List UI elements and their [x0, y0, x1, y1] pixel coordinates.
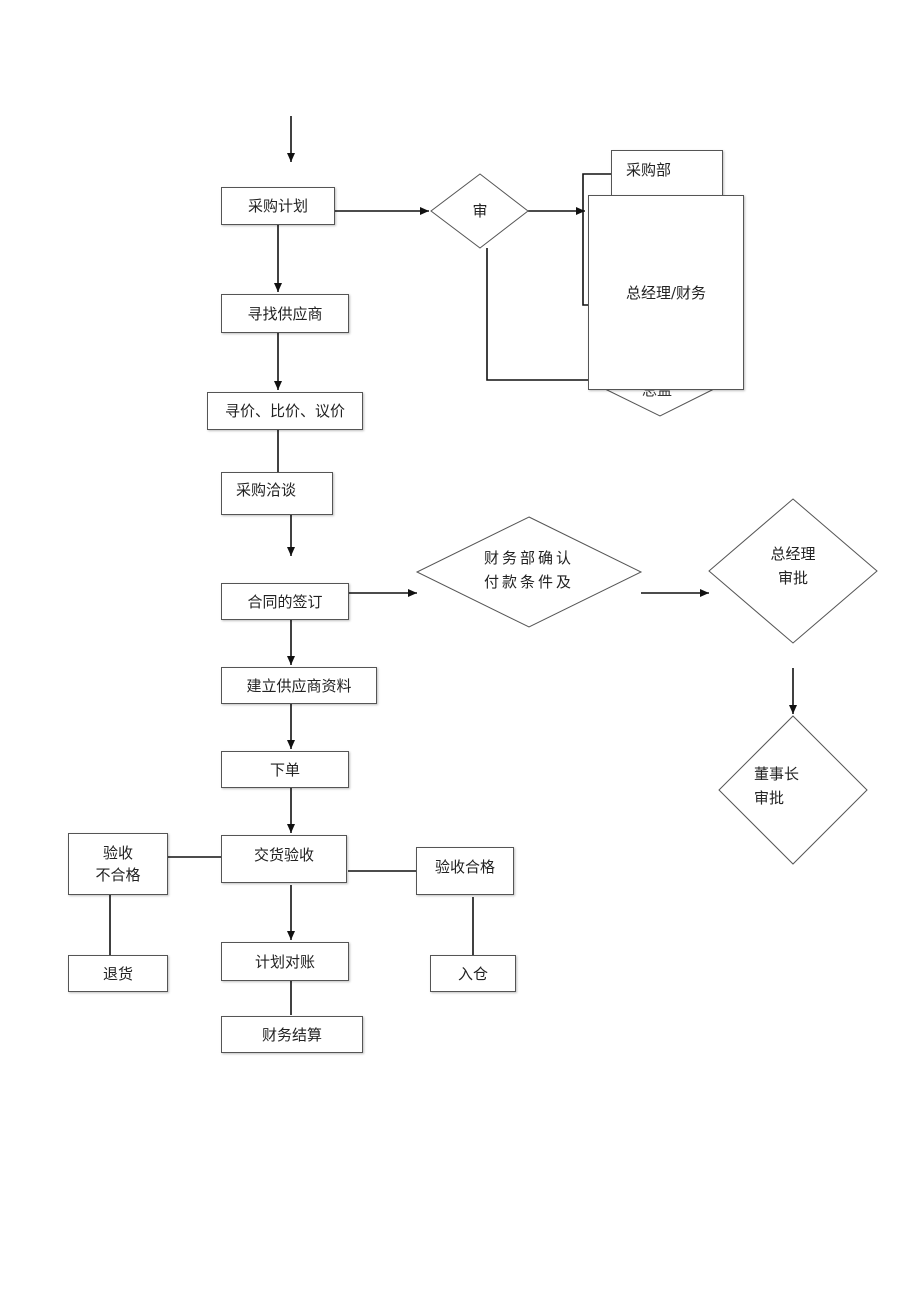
node-inspection-passed: 验收合格: [416, 847, 514, 895]
node-contract-signing: 合同的签订: [221, 583, 349, 620]
node-warehousing: 入仓: [430, 955, 516, 992]
node-purchase-plan: 采购计划: [221, 187, 335, 225]
decision-gm-approval: [708, 498, 878, 644]
doc-gm-finance: 总经理/财务: [588, 195, 744, 390]
line-review-loop: [486, 248, 590, 381]
decision-finance-confirm: [415, 516, 643, 628]
node-delivery-inspection: 交货验收: [221, 835, 347, 883]
node-find-supplier: 寻找供应商: [221, 294, 349, 333]
decision-review: [430, 173, 529, 249]
node-financial-settlement: 财务结算: [221, 1016, 363, 1053]
decision-gm-label: 总经理 审批: [770, 545, 816, 587]
node-supplier-profile: 建立供应商资料: [221, 667, 377, 704]
decision-chairman-label: 董事长 审批: [754, 765, 800, 807]
decision-review-label: 审: [472, 202, 488, 220]
bracket-docs: [582, 173, 611, 306]
decision-finance-label: 财务部确认 付款条件及: [483, 549, 574, 591]
node-purchase-negotiation: 采购洽谈: [221, 472, 333, 515]
decision-chairman-approval: [718, 715, 868, 865]
node-inspection-failed: 验收 不合格: [68, 833, 168, 895]
node-return-goods: 退货: [68, 955, 168, 992]
node-price-compare: 寻价、比价、议价: [207, 392, 363, 430]
node-reconciliation: 计划对账: [221, 942, 349, 981]
node-place-order: 下单: [221, 751, 349, 788]
